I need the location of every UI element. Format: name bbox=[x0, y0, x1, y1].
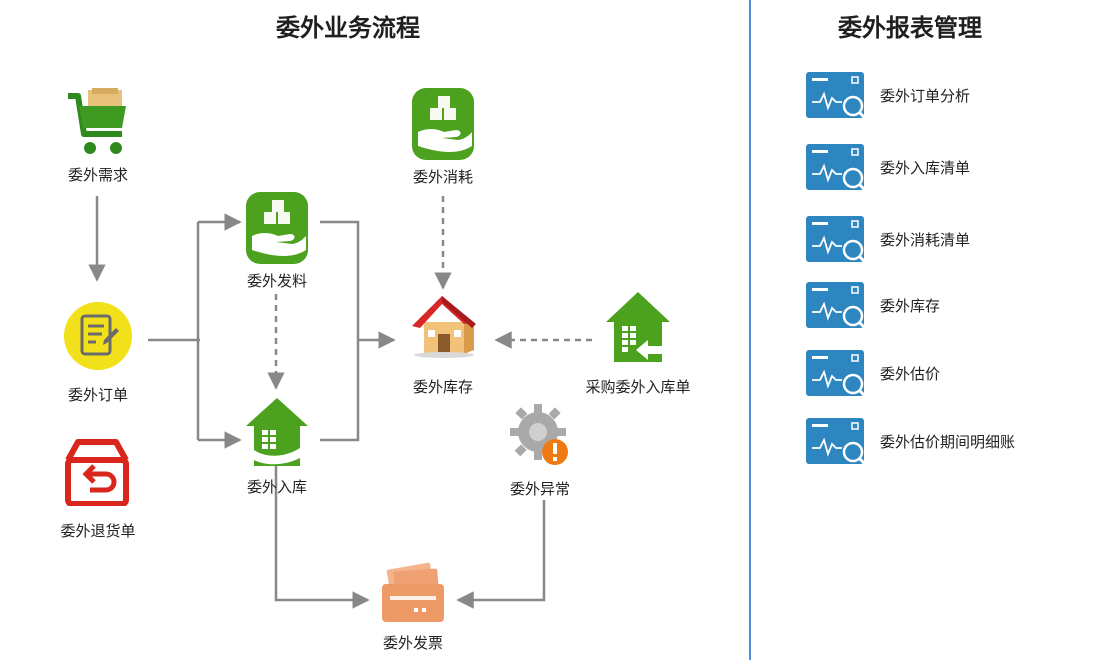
return-box-icon bbox=[65, 439, 129, 506]
report-item-label: 委外入库清单 bbox=[880, 159, 971, 177]
purchase-receipt-icon bbox=[606, 292, 670, 362]
report-chart-icon bbox=[806, 418, 866, 466]
consumption-icon bbox=[412, 88, 474, 160]
invoice-icon bbox=[382, 562, 444, 622]
node-receipt-label: 委外入库 bbox=[246, 478, 308, 496]
flow-title: 委外业务流程 bbox=[276, 14, 420, 42]
gear-warning-icon bbox=[510, 404, 568, 465]
report-item-inventory[interactable]: 委外库存 bbox=[806, 282, 1066, 330]
report-item-label: 委外估价期间明细账 bbox=[880, 433, 1016, 451]
house-inventory-icon bbox=[412, 296, 476, 358]
node-inventory-label: 委外库存 bbox=[412, 378, 474, 396]
node-consumption-label: 委外消耗 bbox=[412, 168, 474, 186]
report-title: 委外报表管理 bbox=[838, 14, 982, 42]
report-item-receipt-list[interactable]: 委外入库清单 bbox=[806, 144, 1066, 192]
report-item-valuation-ledger[interactable]: 委外估价期间明细账 bbox=[806, 418, 1066, 466]
report-item-label: 委外库存 bbox=[880, 297, 941, 315]
report-chart-icon bbox=[806, 282, 866, 330]
order-form-icon bbox=[64, 302, 132, 370]
node-exception-label: 委外异常 bbox=[509, 480, 571, 498]
node-invoice-label: 委外发票 bbox=[382, 634, 444, 652]
report-chart-icon bbox=[806, 72, 866, 120]
material-issue-icon bbox=[246, 192, 308, 264]
report-item-consumption-list[interactable]: 委外消耗清单 bbox=[806, 216, 1066, 264]
node-order-label: 委外订单 bbox=[67, 386, 129, 404]
report-item-valuation[interactable]: 委外估价 bbox=[806, 350, 1066, 398]
report-item-label: 委外订单分析 bbox=[880, 87, 971, 105]
report-item-order-analysis[interactable]: 委外订单分析 bbox=[806, 72, 1066, 120]
node-purchase-receipt-label: 采购委外入库单 bbox=[585, 378, 691, 396]
report-item-label: 委外消耗清单 bbox=[880, 231, 971, 249]
report-chart-icon bbox=[806, 350, 866, 398]
node-issue-label: 委外发料 bbox=[246, 272, 308, 290]
node-return-order-label: 委外退货单 bbox=[60, 522, 136, 540]
shopping-cart-icon bbox=[68, 88, 126, 154]
section-divider bbox=[749, 0, 751, 660]
node-demand-label: 委外需求 bbox=[67, 166, 129, 184]
report-chart-icon bbox=[806, 216, 866, 264]
report-item-label: 委外估价 bbox=[880, 365, 941, 383]
report-chart-icon bbox=[806, 144, 866, 192]
line-issue-receipt-merge bbox=[320, 220, 360, 442]
arrow-exception-to-invoice bbox=[456, 500, 546, 609]
warehouse-receipt-icon bbox=[246, 398, 308, 466]
